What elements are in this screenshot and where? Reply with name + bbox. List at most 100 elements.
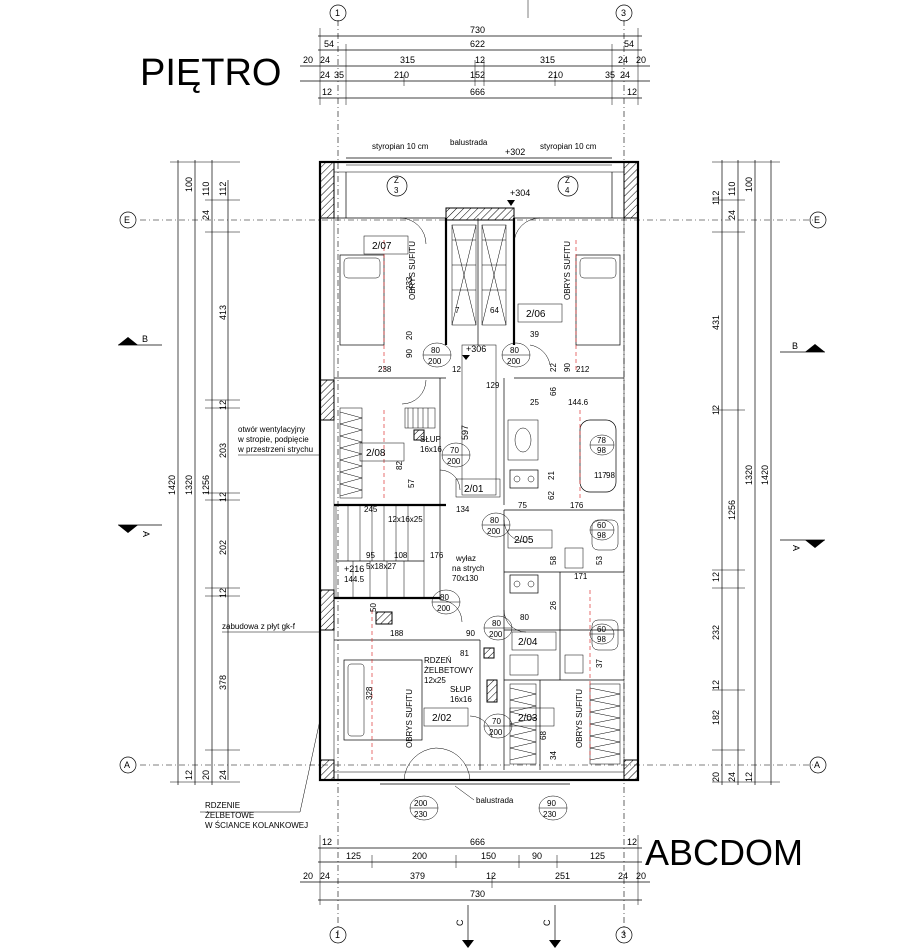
svg-text:200: 200 <box>428 357 442 366</box>
door-label-1: 80 200 <box>422 342 452 368</box>
svg-text:50: 50 <box>369 603 378 612</box>
svg-text:24: 24 <box>320 55 330 65</box>
svg-text:20: 20 <box>303 871 313 881</box>
svg-text:100: 100 <box>744 177 754 192</box>
svg-text:112: 112 <box>711 191 721 205</box>
svg-text:C: C <box>455 919 465 926</box>
svg-text:12: 12 <box>711 405 721 415</box>
svg-text:90: 90 <box>466 629 475 638</box>
svg-text:balustrada: balustrada <box>450 138 488 147</box>
svg-text:4: 4 <box>565 186 570 195</box>
svg-text:203: 203 <box>218 443 228 458</box>
svg-text:202: 202 <box>218 540 228 555</box>
svg-text:16x16: 16x16 <box>450 695 472 704</box>
svg-text:SŁUP: SŁUP <box>450 685 471 694</box>
section-marker-a-left: A <box>118 524 162 537</box>
svg-text:68: 68 <box>539 731 548 740</box>
svg-text:24: 24 <box>620 70 630 80</box>
svg-text:styropian 10 cm: styropian 10 cm <box>540 142 597 151</box>
room-label-2-02: 2/02 <box>423 707 469 727</box>
svg-text:12: 12 <box>322 837 332 847</box>
svg-text:styropian 10 cm: styropian 10 cm <box>372 142 429 151</box>
svg-text:12: 12 <box>711 572 721 582</box>
svg-text:108: 108 <box>394 551 408 560</box>
svg-text:210: 210 <box>548 70 563 80</box>
svg-text:A: A <box>791 545 801 551</box>
svg-text:20: 20 <box>636 55 646 65</box>
svg-text:3: 3 <box>621 930 626 940</box>
axis-marker-left-e: E <box>119 211 137 229</box>
room-label-2-01: 2/01 <box>455 478 501 498</box>
svg-text:Z: Z <box>394 176 399 185</box>
axis-marker-bottom-3: 3 <box>615 926 633 944</box>
svg-text:64: 64 <box>490 306 499 315</box>
svg-text:80: 80 <box>490 516 499 525</box>
svg-text:2/08: 2/08 <box>366 448 386 459</box>
svg-text:12: 12 <box>452 365 461 374</box>
svg-text:B: B <box>792 341 798 351</box>
svg-text:Z: Z <box>565 176 570 185</box>
svg-text:20: 20 <box>636 871 646 881</box>
svg-text:39: 39 <box>530 330 539 339</box>
svg-text:12: 12 <box>218 400 228 410</box>
svg-text:12: 12 <box>218 492 228 502</box>
svg-text:OBRYS SUFITU: OBRYS SUFITU <box>405 689 414 748</box>
svg-text:200: 200 <box>414 799 428 808</box>
svg-text:OBRYS SUFITU: OBRYS SUFITU <box>575 689 584 748</box>
svg-text:24: 24 <box>727 210 737 220</box>
svg-text:12: 12 <box>322 87 332 97</box>
svg-text:315: 315 <box>540 55 555 65</box>
svg-text:24: 24 <box>218 770 228 780</box>
svg-text:ŻELBETOWE: ŻELBETOWE <box>205 811 254 820</box>
door-label-9: 90 230 <box>538 795 568 821</box>
svg-text:81: 81 <box>460 649 469 658</box>
svg-text:110: 110 <box>201 182 211 196</box>
svg-text:80: 80 <box>440 593 449 602</box>
column-note-1: SŁUP 16x16 <box>420 435 442 454</box>
section-marker-b-left: B <box>118 334 162 346</box>
balcony-top: styropian 10 cm balustrada styropian 10 … <box>346 138 612 206</box>
svg-text:413: 413 <box>218 305 228 320</box>
svg-text:12: 12 <box>627 87 637 97</box>
svg-text:+302: +302 <box>505 147 525 157</box>
svg-text:57: 57 <box>407 479 416 488</box>
svg-text:1256: 1256 <box>727 500 737 520</box>
svg-text:70: 70 <box>492 717 501 726</box>
svg-text:37: 37 <box>595 659 604 668</box>
column-note-2: SŁUP 16x16 <box>450 685 472 704</box>
svg-text:E: E <box>124 215 130 225</box>
svg-text:54: 54 <box>324 39 334 49</box>
svg-text:95: 95 <box>366 551 375 560</box>
plan-title: PIĘTRO <box>140 52 281 94</box>
axis-marker-top-1: 1 <box>329 4 347 22</box>
bed-bottom <box>343 659 423 741</box>
svg-text:12: 12 <box>184 770 194 780</box>
svg-text:1: 1 <box>335 8 340 18</box>
svg-text:152: 152 <box>470 70 485 80</box>
brand-label: ABCDOM <box>645 832 803 873</box>
svg-text:1420: 1420 <box>167 475 177 495</box>
bottom-dimension-chains: 12 666 12 125 200 150 90 125 20 24 379 1… <box>300 835 650 905</box>
svg-text:666: 666 <box>470 837 485 847</box>
left-dimension-chains: 1420 1320 1256 100 24 110 112 413 12 203… <box>167 160 240 785</box>
door-label-5: 80 200 <box>431 589 461 615</box>
svg-text:25: 25 <box>530 398 539 407</box>
svg-text:1420: 1420 <box>760 465 770 485</box>
svg-text:A: A <box>814 760 820 770</box>
svg-text:666: 666 <box>470 87 485 97</box>
svg-text:3: 3 <box>621 8 626 18</box>
svg-text:90: 90 <box>563 363 572 372</box>
svg-text:98: 98 <box>606 471 615 480</box>
svg-text:200: 200 <box>489 728 503 737</box>
svg-text:730: 730 <box>470 25 485 35</box>
svg-text:90: 90 <box>405 349 414 358</box>
door-label-2: 80 200 <box>501 342 531 368</box>
axis-marker-right-e: E <box>809 211 827 229</box>
svg-text:200: 200 <box>487 527 501 536</box>
svg-text:66: 66 <box>549 387 558 396</box>
svg-text:SŁUP: SŁUP <box>420 435 441 444</box>
svg-text:597: 597 <box>460 425 470 440</box>
svg-text:C: C <box>542 919 552 926</box>
svg-text:200: 200 <box>437 604 451 613</box>
